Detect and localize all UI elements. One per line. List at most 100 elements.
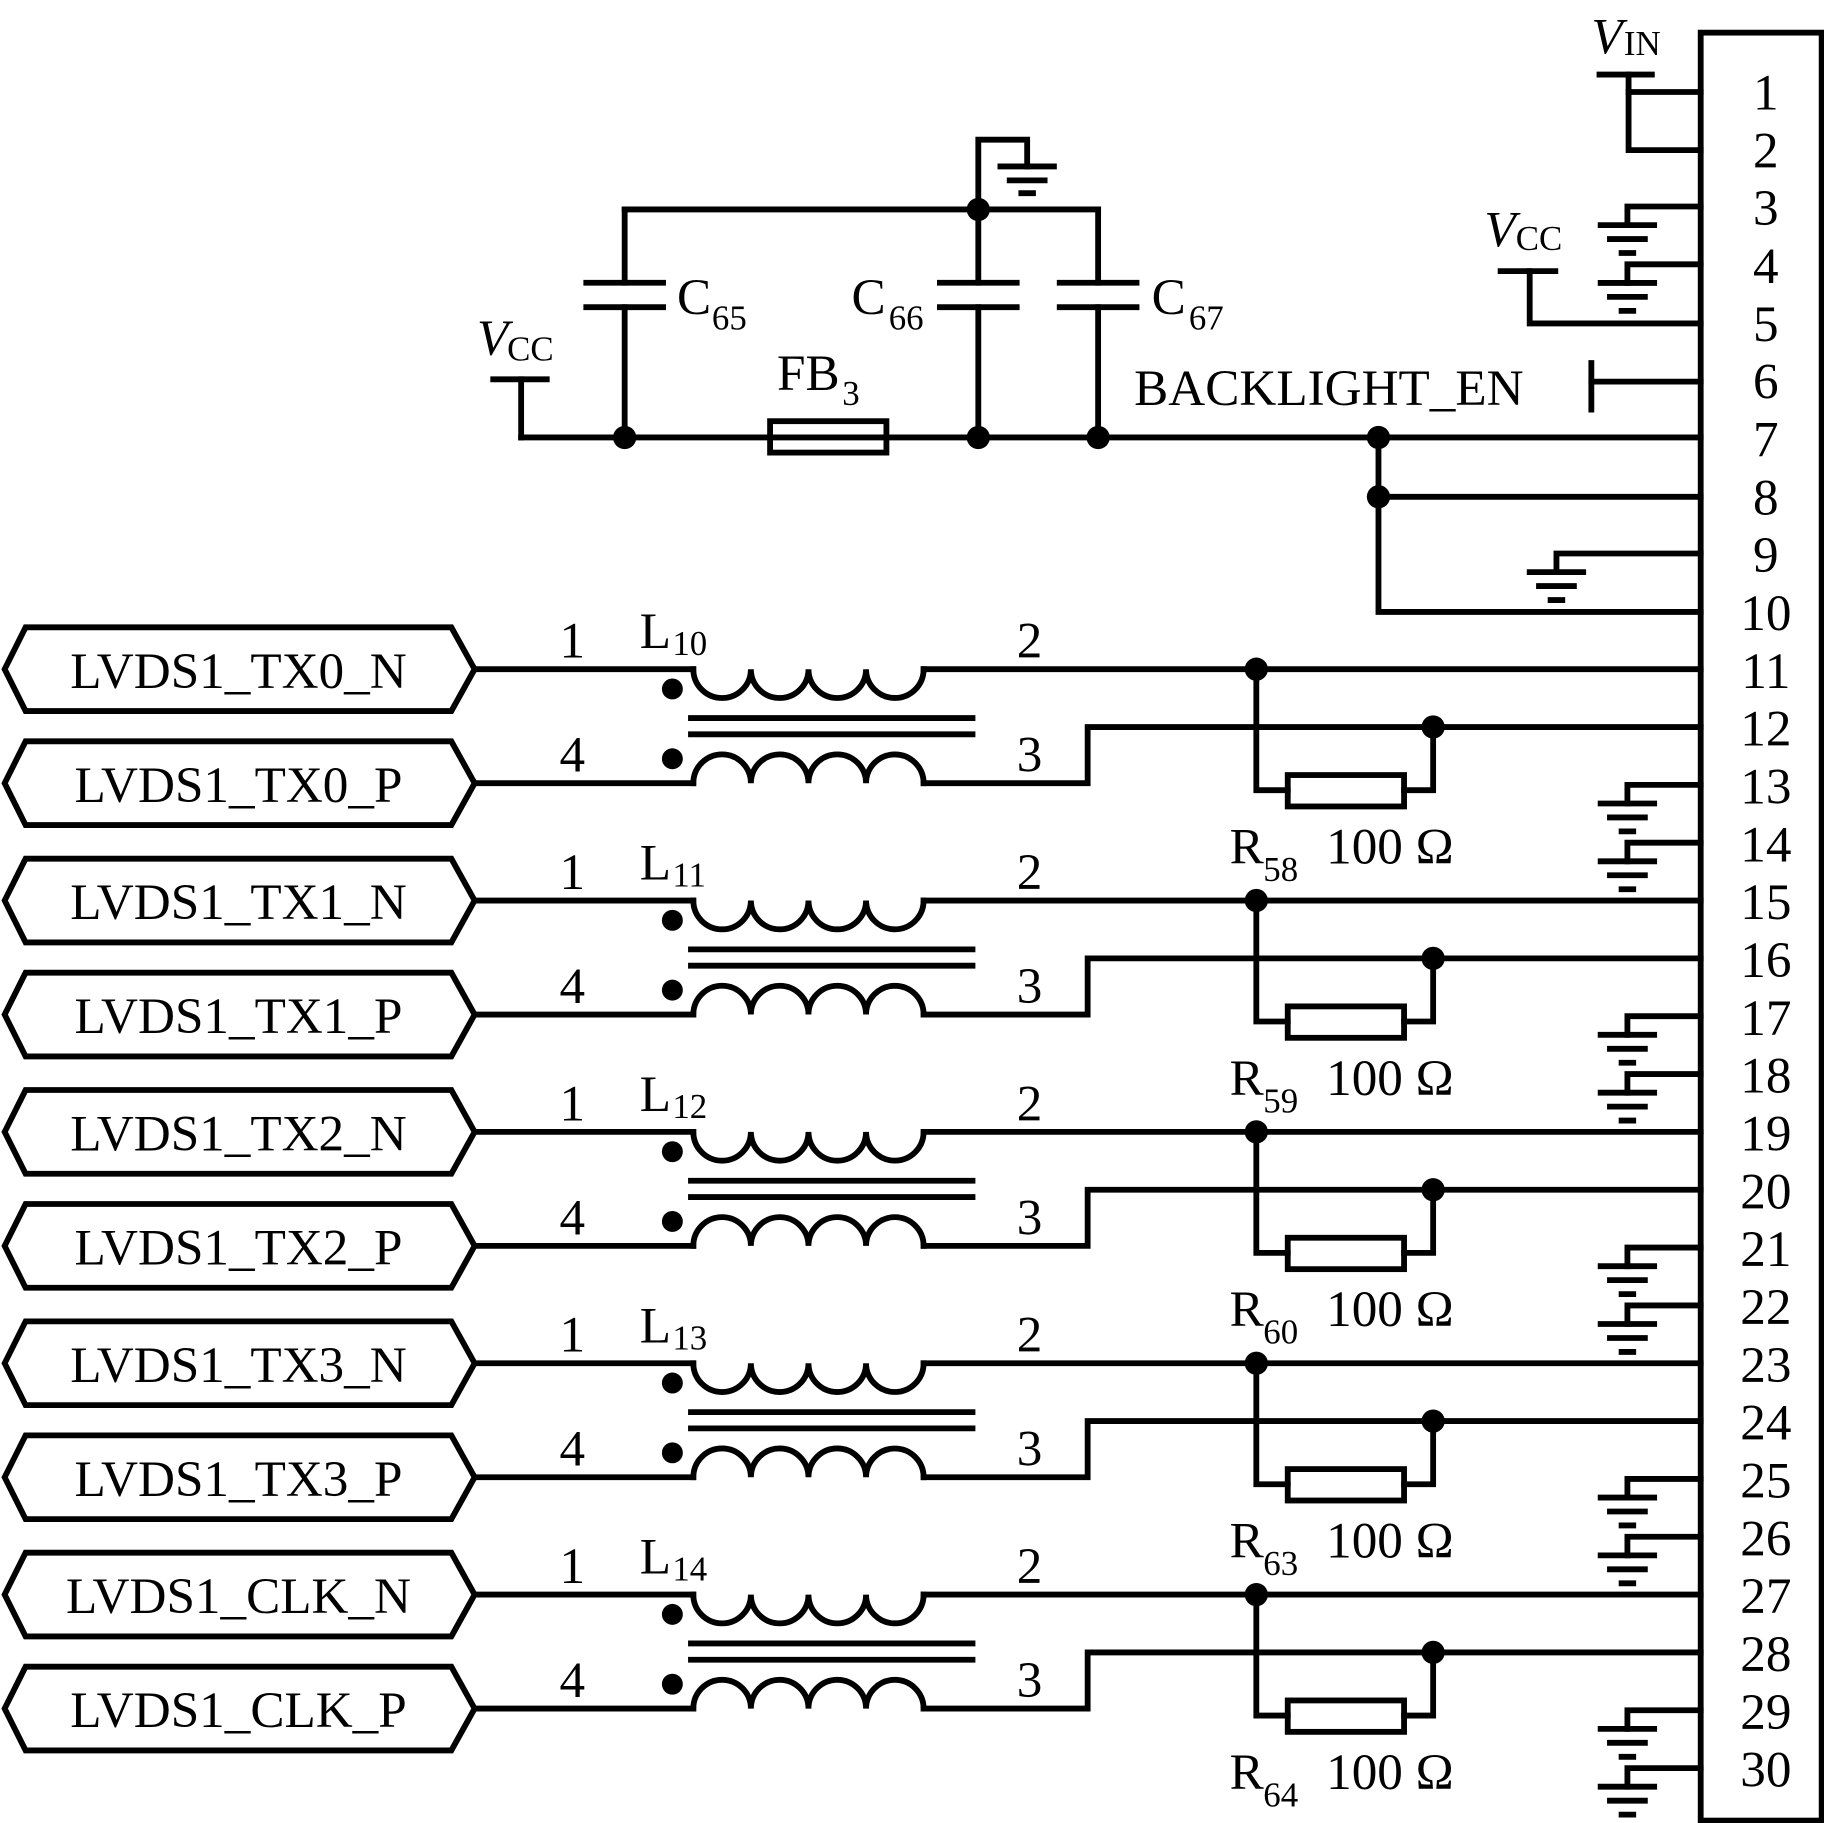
- pin-number: 25: [1740, 1453, 1791, 1510]
- pin-number: 24: [1740, 1395, 1791, 1452]
- choke-label-main: L: [640, 603, 671, 660]
- resistor-label-main: R: [1230, 1281, 1265, 1338]
- pin-number: 23: [1740, 1337, 1791, 1394]
- pin-number: 7: [1753, 411, 1779, 468]
- port-label-p: LVDS1_TX0_P: [74, 757, 402, 814]
- choke-pin-label: 3: [1017, 958, 1043, 1015]
- junction-dot: [1244, 1351, 1268, 1375]
- choke-pin-label: 3: [1017, 1189, 1043, 1246]
- pin-number: 17: [1740, 990, 1791, 1047]
- choke-coil-top: [690, 897, 927, 933]
- ground-icon: [1597, 858, 1658, 893]
- resistor-label-main: R: [1230, 1513, 1265, 1570]
- fb3-label-sub: 3: [842, 374, 859, 413]
- choke-coil-top: [690, 1591, 927, 1627]
- ground-icon: [1597, 1494, 1658, 1529]
- pin-number: 4: [1753, 238, 1779, 295]
- vcc-left-label-main: V: [477, 310, 514, 367]
- port-label-n: LVDS1_TX1_N: [70, 874, 406, 931]
- c65-label-main: C: [677, 269, 711, 326]
- choke-pin-label: 1: [560, 1307, 586, 1364]
- junction-dot: [1366, 425, 1391, 450]
- junction-dot: [1244, 657, 1268, 681]
- pin-number: 16: [1740, 932, 1791, 989]
- resistor-label-sub: 64: [1263, 1775, 1298, 1814]
- pin-number: 13: [1740, 758, 1791, 815]
- static-wiring: V IN V CC BACKLIGHT_EN V CC FB 3: [477, 9, 1824, 1823]
- fb3-label-main: FB: [777, 345, 840, 402]
- pin-number: 27: [1740, 1568, 1791, 1625]
- pin-number: 29: [1740, 1684, 1791, 1741]
- junction-dot: [1244, 1582, 1268, 1607]
- resistor-value: 100 Ω: [1326, 1513, 1454, 1570]
- termination-resistor: [1284, 1234, 1407, 1273]
- resistor-value: 100 Ω: [1326, 1744, 1454, 1801]
- pin-number: 19: [1740, 1106, 1791, 1163]
- polarity-dot: [661, 1141, 683, 1163]
- choke-pin-label: 1: [560, 844, 586, 901]
- choke-pin-label: 2: [1017, 1307, 1043, 1364]
- vcc-right-power-symbol: [1497, 268, 1704, 327]
- connector-grounds: [1526, 203, 1704, 1818]
- ground-icon: [1597, 1552, 1658, 1587]
- resistor-value: 100 Ω: [1326, 1281, 1454, 1338]
- ground-symbol: [997, 163, 1057, 197]
- choke-pin-label: 3: [1017, 1421, 1043, 1478]
- pin-number: 28: [1740, 1626, 1791, 1683]
- junction-dot: [1421, 1409, 1445, 1433]
- choke-coil-top: [690, 1128, 927, 1164]
- choke-label-main: L: [640, 1529, 671, 1586]
- choke-label-sub: 11: [672, 856, 706, 895]
- connector-body: [1697, 29, 1824, 1823]
- resistor-label-main: R: [1230, 818, 1265, 875]
- port-label-p: LVDS1_TX1_P: [74, 988, 402, 1045]
- connector-pin-numbers: 1234567891011121314151617181920212223242…: [1740, 64, 1791, 1798]
- junction-dot: [1366, 485, 1391, 509]
- polarity-dot: [661, 678, 683, 700]
- choke-pin-label: 4: [560, 1652, 586, 1709]
- pin-number: 21: [1740, 1221, 1791, 1278]
- pin-number: 3: [1753, 180, 1779, 237]
- pin-number: 30: [1740, 1742, 1791, 1799]
- pin-number: 5: [1753, 296, 1779, 353]
- junction-dot: [1244, 1120, 1268, 1144]
- polarity-dot: [661, 1673, 683, 1695]
- junction-dot: [1244, 888, 1268, 913]
- termination-resistor: [1284, 1003, 1407, 1041]
- choke-pin-label: 2: [1017, 1538, 1043, 1595]
- resistor-value: 100 Ω: [1326, 818, 1454, 875]
- junction-dot: [1421, 1178, 1445, 1202]
- vcc-right-label-sub: CC: [1516, 219, 1563, 258]
- pin-number: 1: [1753, 64, 1779, 121]
- vcc-left-label-sub: CC: [507, 330, 554, 369]
- resistor-label-sub: 63: [1263, 1544, 1298, 1583]
- choke-label-sub: 14: [672, 1550, 707, 1589]
- junction-dot: [1421, 715, 1445, 739]
- polarity-dot: [661, 1442, 683, 1464]
- polarity-dot: [661, 748, 683, 770]
- termination-resistor: [1284, 772, 1407, 810]
- ground-icon: [1597, 222, 1658, 256]
- choke-label-sub: 13: [672, 1318, 707, 1357]
- polarity-dot: [661, 909, 683, 931]
- ground-icon: [1597, 1725, 1658, 1760]
- choke-pin-label: 4: [560, 1189, 586, 1246]
- port-label-n: LVDS1_TX2_N: [70, 1106, 406, 1163]
- pin-number: 18: [1740, 1048, 1791, 1105]
- pin-number: 8: [1753, 469, 1779, 526]
- resistor-label-main: R: [1230, 1050, 1265, 1107]
- ground-icon: [1597, 800, 1658, 835]
- pin-number: 12: [1740, 701, 1791, 758]
- ground-icon: [1597, 1089, 1658, 1124]
- choke-coil-bottom: [690, 1676, 927, 1712]
- ground-icon: [1597, 1031, 1658, 1066]
- polarity-dot: [661, 1372, 683, 1394]
- polarity-dot: [661, 1603, 683, 1625]
- junction-dot: [1421, 946, 1445, 971]
- c65-label-sub: 65: [712, 298, 747, 337]
- pin-number: 22: [1740, 1279, 1791, 1336]
- resistor-label-main: R: [1230, 1744, 1265, 1801]
